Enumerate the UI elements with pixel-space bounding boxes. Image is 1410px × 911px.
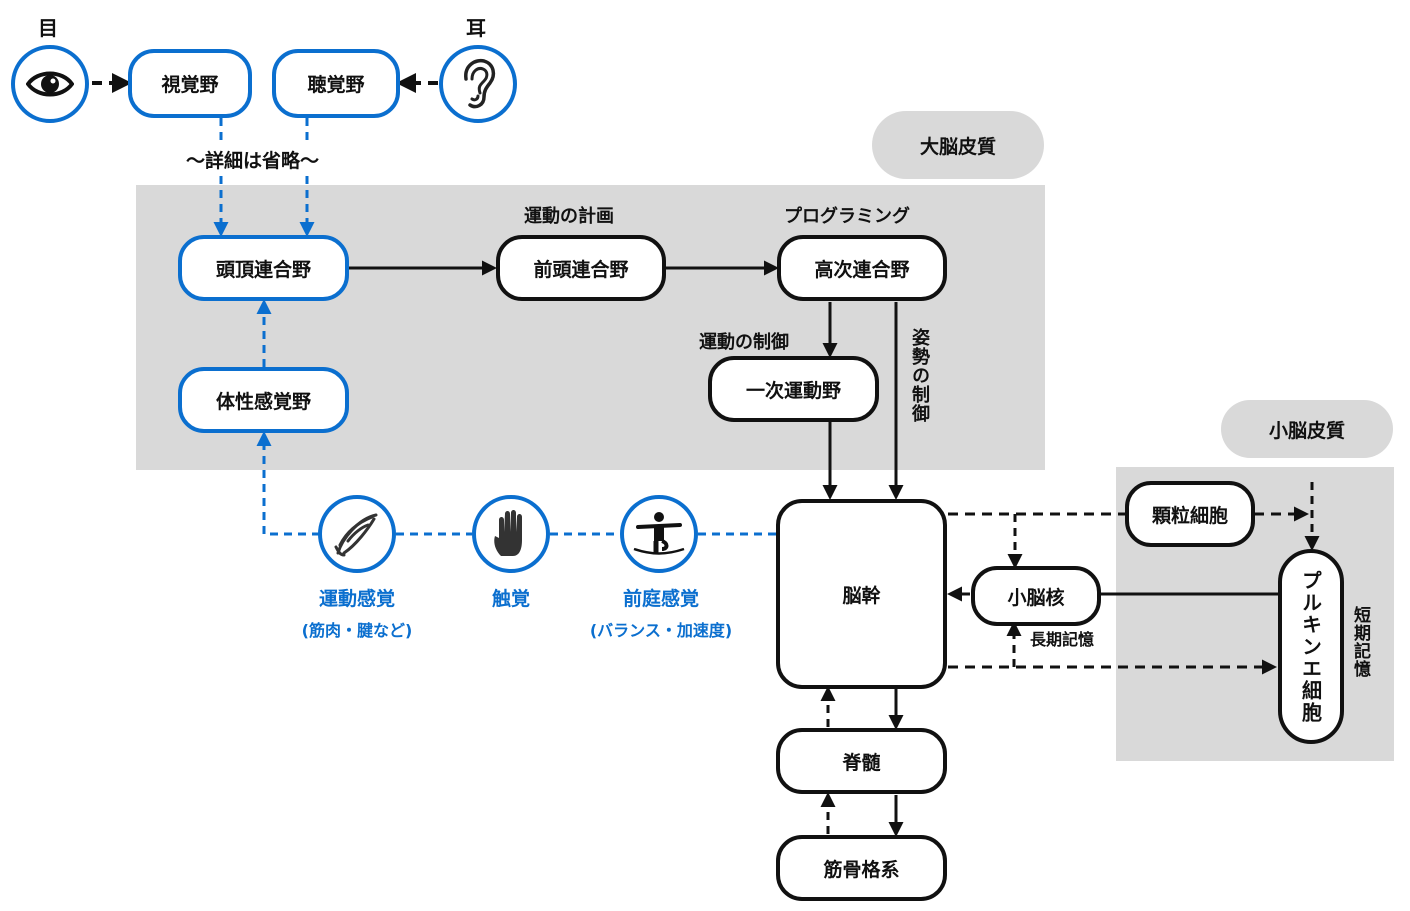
granule-cells-node: 顆粒細胞 [1125,481,1255,547]
somatosensory-node: 体性感覚野 [178,367,349,433]
spinal-cord-node: 脊髄 [776,728,947,794]
ear-icon [464,58,496,109]
prefrontal-assoc-node: 前頭連合野 [496,235,666,301]
eye-icon [26,71,74,97]
vestibular-title: 前庭感覚 [622,588,699,610]
musculoskeletal-node: 筋骨格系 [776,835,947,901]
input-kinesthetic [318,495,396,573]
ear-label: 耳 [466,16,486,40]
visual-cortex-node: 視覚野 [128,49,252,118]
cerebral-cortex-label: 大脳皮質 [872,111,1044,179]
higher-assoc-node: 高次連合野 [777,235,947,301]
kinesthetic-subtitle: (筋肉・腱など) [301,621,413,640]
hand-icon [494,510,522,556]
kinesthetic-title: 運動感覚 [318,588,395,610]
touch-title: 触覚 [491,588,530,610]
short-term-memory-label: 短期記憶 [1350,606,1370,678]
auditory-cortex-node: 聴覚野 [272,49,400,118]
input-touch [472,495,550,573]
omitted-note: 〜詳細は省略〜 [186,150,320,172]
long-term-memory-label: 長期記憶 [1030,630,1095,649]
eye-sense [11,45,89,123]
balance-icon [633,512,685,555]
input-vestibular-label: 前庭感覚 (バランス・加速度) [576,584,746,641]
ear-sense [439,45,517,123]
cerebellar-cortex-label: 小脳皮質 [1221,400,1393,458]
parietal-assoc-node: 頭頂連合野 [178,235,349,301]
eye-label: 目 [38,16,58,40]
arrow-inputs-somato [256,431,320,536]
cerebellar-nuclei-node: 小脳核 [971,566,1101,626]
posture-control-label: 姿勢の制御 [909,328,930,423]
input-kinesthetic-label: 運動感覚 (筋肉・腱など) [292,584,422,641]
brainstem-node: 脳幹 [776,499,947,689]
purkinje-cell-node: プルキンエ細胞 [1278,549,1344,744]
motor-planning-label: 運動の計画 [524,206,614,227]
vestibular-subtitle: (バランス・加速度) [589,621,733,640]
primary-motor-node: 一次運動野 [708,356,879,422]
input-vestibular [620,495,698,573]
programming-label: プログラミング [784,206,910,227]
muscle-icon [334,513,378,557]
input-touch-label: 触覚 [470,584,552,611]
motor-control-label: 運動の制御 [699,332,789,353]
